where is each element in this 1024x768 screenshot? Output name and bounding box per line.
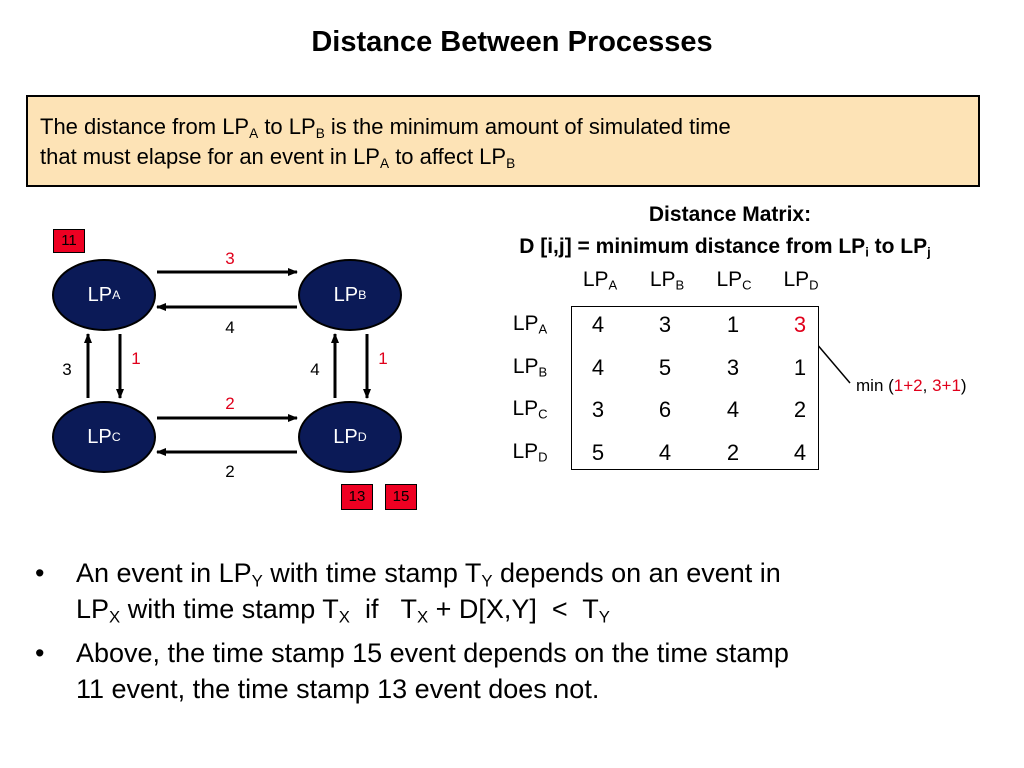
matrix-definition: D [i,j] = minimum distance from LPi to L…	[519, 235, 931, 260]
edge-label-b-to-a: 4	[225, 318, 235, 337]
matrix-col-header: LPB	[649, 268, 685, 293]
definition-line-1: The distance from LPA to LPB is the mini…	[40, 114, 731, 141]
matrix-cell: 2	[726, 440, 740, 465]
edge-label-c-to-d: 2	[225, 394, 235, 413]
bullet-2-line-2: 11 event, the time stamp 13 event does n…	[76, 674, 600, 704]
matrix-cell: 4	[591, 355, 605, 380]
matrix-cell: 2	[793, 397, 807, 422]
matrix-row-header: LPB	[512, 355, 548, 380]
definition-line-2: that must elapse for an event in LPA to …	[40, 144, 516, 171]
matrix-col-header: LPC	[716, 268, 752, 293]
matrix-row-header: LPA	[512, 312, 548, 337]
bullet-list: • An event in LPY with time stamp TY dep…	[30, 555, 1000, 715]
bullet-marker: •	[35, 558, 45, 588]
matrix-row-header: LPC	[512, 397, 548, 422]
matrix-cell: 3	[726, 355, 740, 380]
bullet-2-line-1: Above, the time stamp 15 event depends o…	[76, 638, 789, 668]
matrix-cell: 4	[658, 440, 672, 465]
edge-label-b-to-d: 1	[378, 349, 388, 368]
bullet-item: • Above, the time stamp 15 event depends…	[30, 635, 1000, 707]
timestamp-11-box: 11	[53, 229, 85, 253]
min-annotation: min (1+2, 3+1)	[856, 376, 967, 395]
slide-title: Distance Between Processes	[311, 26, 713, 58]
matrix-col-header: LPD	[783, 268, 819, 293]
matrix-cell: 6	[658, 397, 672, 422]
matrix-cell: 5	[658, 355, 672, 380]
matrix-col-header: LPA	[582, 268, 618, 293]
timestamp-13-box: 13	[341, 484, 373, 510]
edge-label-a-to-b: 3	[225, 249, 235, 268]
matrix-cell: 4	[726, 397, 740, 422]
bullet-item: • An event in LPY with time stamp TY dep…	[30, 555, 1000, 627]
matrix-heading: Distance Matrix:	[648, 203, 812, 226]
distance-matrix	[571, 306, 819, 470]
bullet-1-line-2: LPX with time stamp TX if TX + D[X,Y] < …	[76, 594, 610, 627]
matrix-cell: 1	[793, 355, 807, 380]
matrix-cell: 5	[591, 440, 605, 465]
matrix-cell: 4	[793, 440, 807, 465]
matrix-cell-highlighted: 3	[793, 312, 807, 337]
matrix-cell: 3	[591, 397, 605, 422]
matrix-cell: 4	[591, 312, 605, 337]
bullet-marker: •	[35, 638, 45, 668]
edge-label-d-to-c: 2	[225, 462, 235, 481]
matrix-row-header: LPD	[512, 440, 548, 465]
timestamp-15-box: 15	[385, 484, 417, 510]
matrix-cell: 3	[658, 312, 672, 337]
matrix-cell: 1	[726, 312, 740, 337]
edge-label-a-to-c: 1	[131, 349, 141, 368]
edge-label-c-to-a: 3	[62, 360, 72, 379]
edge-label-d-to-b: 4	[310, 360, 320, 379]
bullet-1-line-1: An event in LPY with time stamp TY depen…	[76, 558, 781, 591]
definition-box: The distance from LPA to LPB is the mini…	[26, 95, 980, 187]
